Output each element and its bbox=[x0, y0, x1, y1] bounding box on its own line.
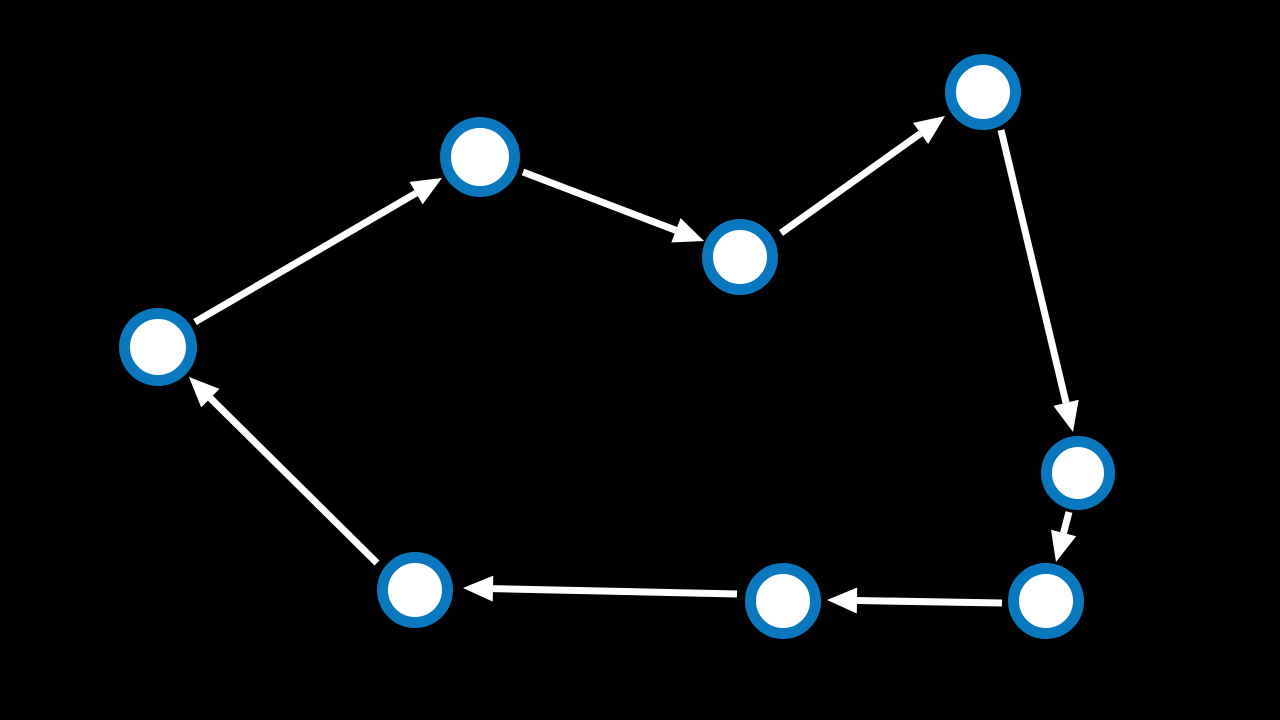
edge-arrowhead-icon bbox=[409, 178, 442, 205]
graph-node[interactable] bbox=[1041, 436, 1115, 510]
edge-shaft bbox=[997, 129, 1070, 404]
edge-shaft bbox=[856, 597, 1003, 607]
graph-edge[interactable] bbox=[193, 178, 442, 326]
graph-node[interactable] bbox=[702, 219, 778, 295]
edge-shaft bbox=[207, 395, 380, 566]
edge-layer bbox=[189, 116, 1079, 614]
edge-arrowhead-icon bbox=[827, 587, 858, 614]
graph-node[interactable] bbox=[945, 54, 1021, 130]
edge-arrowhead-icon bbox=[913, 116, 945, 145]
edge-shaft bbox=[1060, 511, 1073, 534]
graph-edge[interactable] bbox=[1050, 511, 1077, 562]
graph-edge[interactable] bbox=[827, 587, 1003, 614]
node-circle bbox=[440, 117, 520, 197]
node-circle bbox=[377, 552, 453, 628]
graph-edge[interactable] bbox=[189, 377, 380, 566]
node-circle bbox=[1008, 563, 1084, 639]
edge-shaft bbox=[778, 130, 923, 236]
graph-edge[interactable] bbox=[463, 575, 738, 602]
edge-arrowhead-icon bbox=[1053, 399, 1079, 432]
graph-node[interactable] bbox=[119, 308, 197, 386]
graph-edge[interactable] bbox=[997, 129, 1079, 432]
node-circle bbox=[1041, 436, 1115, 510]
edge-arrowhead-icon bbox=[463, 575, 494, 602]
graph-node[interactable] bbox=[745, 563, 821, 639]
node-layer bbox=[119, 54, 1115, 639]
edge-arrowhead-icon bbox=[189, 377, 220, 408]
graph-edge[interactable] bbox=[778, 116, 945, 236]
node-circle bbox=[702, 219, 778, 295]
graph-edge[interactable] bbox=[521, 168, 704, 243]
edge-arrowhead-icon bbox=[671, 218, 704, 243]
graph-node[interactable] bbox=[377, 552, 453, 628]
node-circle bbox=[119, 308, 197, 386]
graph-node[interactable] bbox=[1008, 563, 1084, 639]
node-circle bbox=[945, 54, 1021, 130]
node-circle bbox=[745, 563, 821, 639]
edge-shaft bbox=[492, 585, 738, 598]
edge-arrowhead-icon bbox=[1050, 529, 1077, 562]
edge-shaft bbox=[193, 190, 418, 326]
edge-shaft bbox=[521, 168, 678, 234]
graph-node[interactable] bbox=[440, 117, 520, 197]
